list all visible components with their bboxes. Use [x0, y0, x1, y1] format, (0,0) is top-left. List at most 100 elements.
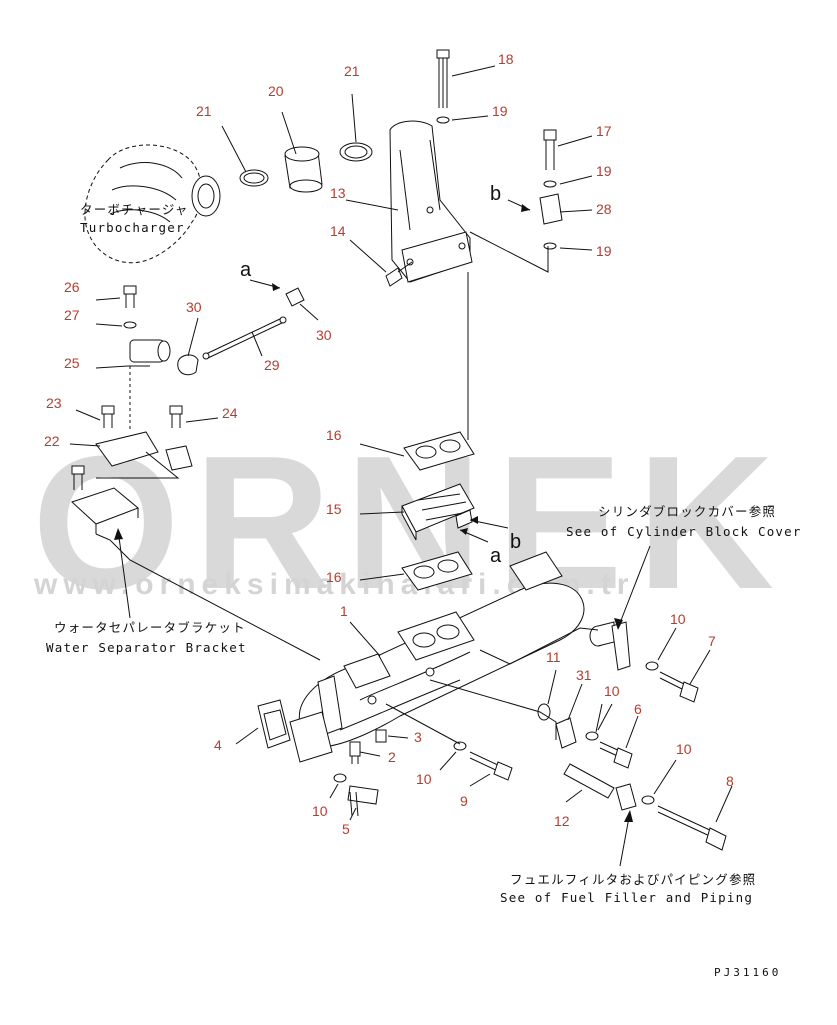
leader-lines — [69, 65, 733, 823]
part-number-14: 14 — [330, 223, 346, 239]
leader-water-sep-head — [114, 528, 123, 540]
drawing-code: PJ31160 — [714, 966, 781, 979]
part-number-21-left: 21 — [196, 103, 212, 119]
washer-19-top — [436, 116, 450, 124]
washer-27 — [123, 321, 137, 329]
leader-cyl-block-head — [614, 618, 623, 630]
part-number-26: 26 — [64, 279, 80, 295]
washer-19-low — [543, 242, 557, 250]
part-number-30-right: 30 — [316, 327, 332, 343]
part-number-10-b: 10 — [416, 771, 432, 787]
part-number-10-c: 10 — [670, 611, 686, 627]
water-separator-25 — [128, 339, 171, 367]
bracket-upper — [611, 621, 631, 671]
label-water-sep-jp: ウォータセパレータブラケット — [54, 620, 246, 635]
part-number-20: 20 — [268, 83, 284, 99]
part-number-10-d: 10 — [604, 683, 620, 699]
part-number-31: 31 — [576, 667, 592, 683]
arrow-b-bottom-head — [470, 516, 478, 524]
part-number-23: 23 — [46, 395, 62, 411]
bracket-plate-22 — [95, 431, 159, 467]
arrow-b-top-head — [521, 204, 530, 212]
part-number-30-left: 30 — [186, 299, 202, 315]
bolt-24 — [169, 405, 183, 428]
arrow-a-top-head — [272, 283, 280, 291]
part-number-9: 9 — [460, 793, 468, 809]
bolt-5 — [347, 785, 379, 817]
part-number-13: 13 — [330, 185, 346, 201]
arrow-a-bottom-head — [460, 528, 468, 535]
part-number-21-right: 21 — [344, 63, 360, 79]
part-number-19-top: 19 — [492, 103, 508, 119]
bracket-28 — [539, 193, 563, 225]
hose-20 — [284, 146, 323, 193]
part-number-19-mid: 19 — [596, 163, 612, 179]
part-number-22: 22 — [44, 433, 60, 449]
part-number-24: 24 — [222, 405, 238, 421]
part-number-25: 25 — [64, 355, 80, 371]
guide-line-plate — [96, 451, 180, 479]
washer-10-a — [333, 773, 347, 783]
mark-b-bottom: b — [510, 531, 521, 553]
part-number-3: 3 — [414, 729, 422, 745]
label-cyl-block-jp: シリンダブロックカバー参照 — [598, 504, 776, 519]
part-number-6: 6 — [634, 701, 642, 717]
spacer-12 — [563, 763, 615, 799]
part-number-16-upper: 16 — [326, 427, 342, 443]
washer-10-c — [645, 661, 659, 671]
flange-plate — [289, 711, 333, 763]
label-turbocharger-jp: ターボチャージャ — [80, 202, 189, 217]
clip-31 — [555, 717, 577, 749]
part-number-11: 11 — [546, 649, 561, 665]
bolt-17 — [543, 129, 557, 170]
bolt-9 — [469, 751, 513, 781]
mark-a-top: a — [240, 259, 252, 281]
part-number-16-lower: 16 — [326, 569, 342, 585]
part-number-28: 28 — [596, 201, 612, 217]
part-number-17: 17 — [596, 123, 612, 139]
mark-a-bottom: a — [490, 545, 502, 567]
part-number-15: 15 — [326, 501, 342, 517]
label-water-sep-en: Water Separator Bracket — [46, 640, 247, 655]
bolt-bracket-lower — [71, 465, 85, 490]
label-fuel-filter-jp: フュエルフィルタおよびパイピング参照 — [510, 872, 756, 887]
bracket-lower — [615, 783, 637, 811]
bolt-8 — [657, 805, 727, 851]
label-turbocharger-en: Turbocharger — [80, 220, 185, 235]
part-number-12: 12 — [554, 813, 570, 829]
part-number-18: 18 — [498, 51, 514, 67]
spacer-plate — [165, 445, 193, 471]
turbocharger-illustration — [84, 144, 221, 264]
manifold-cover-15 — [401, 483, 475, 541]
spacer-11-top — [589, 621, 615, 647]
fuel-pipe-29 — [202, 316, 287, 360]
part-number-2: 2 — [388, 749, 396, 765]
bolt-7 — [659, 671, 699, 703]
bolt-6 — [599, 741, 633, 769]
label-fuel-filter-en: See of Fuel Filler and Piping — [500, 890, 753, 905]
bolt-23 — [101, 405, 115, 428]
exhaust-manifold-1 — [298, 551, 585, 748]
gasket-16-lower — [401, 551, 473, 591]
part-number-1: 1 — [340, 603, 348, 619]
part-number-19-low: 19 — [596, 243, 612, 259]
flange-gasket-4 — [257, 699, 291, 749]
elbow-connector — [389, 120, 473, 283]
part-number-8: 8 — [726, 773, 734, 789]
part-number-10-a: 10 — [312, 803, 328, 819]
connector-30-bottom — [177, 354, 199, 376]
guide-line-elbow — [469, 231, 549, 273]
gasket-16-upper — [403, 431, 475, 471]
label-cyl-block-en: See of Cylinder Block Cover — [566, 524, 802, 539]
hose-clamp-left — [239, 169, 269, 187]
leader-cyl-block — [617, 545, 651, 629]
mark-b-top: b — [490, 183, 501, 205]
connector-30-top — [285, 287, 305, 307]
leader-fuel-filter-head — [624, 810, 633, 822]
washer-10-d — [585, 731, 599, 741]
guide-line-right-mid — [429, 679, 557, 740]
part-number-29: 29 — [264, 357, 280, 373]
washer-10-b — [453, 741, 467, 751]
part-number-7: 7 — [708, 633, 716, 649]
